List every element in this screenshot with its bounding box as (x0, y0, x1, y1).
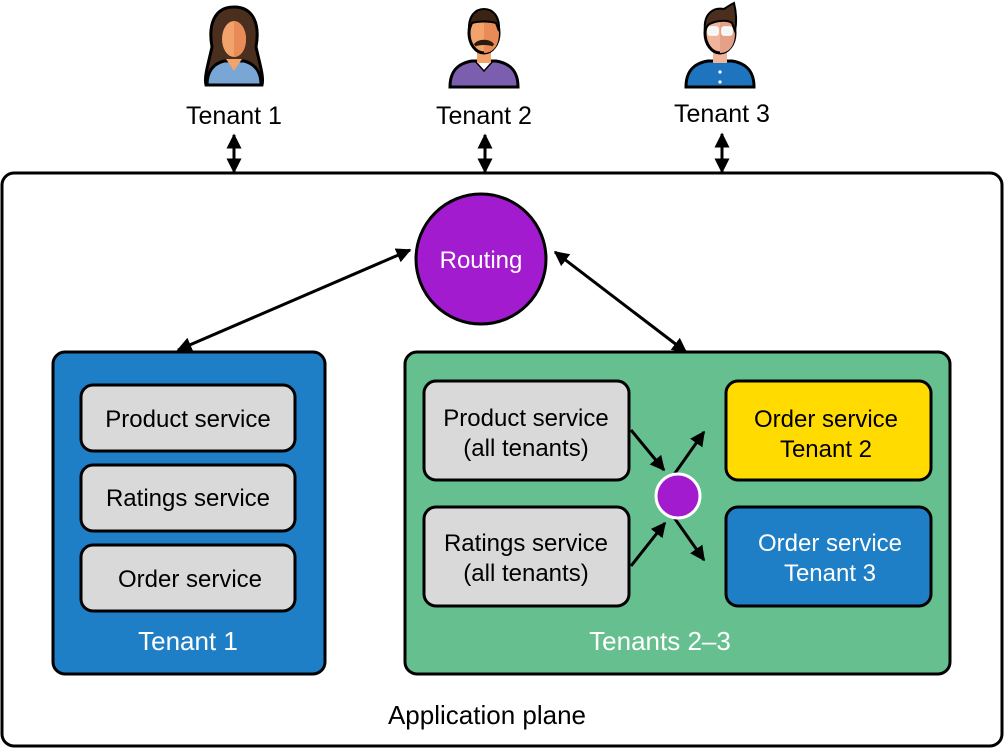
tenant-service-sublabel: Tenant 2 (780, 436, 872, 463)
tenant-label: Tenant 3 (674, 100, 770, 128)
silo-service-label: Product service (105, 406, 270, 433)
man-glasses-avatar-icon (684, 1, 756, 89)
routing-to-pool-connector (553, 250, 688, 354)
shared-service-box (422, 379, 631, 482)
router-to-tenant-3-connector (671, 515, 706, 562)
shared-service-label: Ratings service (444, 530, 608, 557)
product-to-router-connector (629, 429, 666, 472)
shared-service-label: Product service (443, 405, 608, 432)
application-plane-label: Application plane (388, 700, 586, 730)
silo-service-box (79, 543, 297, 613)
routing-node (414, 192, 548, 326)
ratings-to-router-connector (629, 521, 667, 567)
silo-service-label: Ratings service (106, 485, 270, 512)
tenant-label: Tenant 2 (436, 102, 532, 130)
tenant-3-order-service-box (724, 505, 933, 608)
shared-service-sublabel: (all tenants) (463, 560, 588, 587)
pool-label: Tenants 2–3 (589, 626, 731, 656)
silo-service-box (79, 383, 297, 453)
routing-to-silo-connector (176, 248, 412, 352)
tenant-service-label: Order service (758, 530, 902, 557)
silo-service-label: Order service (118, 566, 262, 593)
woman-avatar-icon (204, 5, 264, 87)
man-mustache-avatar-icon (448, 7, 520, 89)
router-to-tenant-2-connector (671, 430, 706, 477)
silo-label: Tenant 1 (138, 626, 238, 656)
internal-router-node (654, 472, 702, 520)
tenant-label: Tenant 1 (186, 102, 282, 130)
tenant-service-sublabel: Tenant 3 (784, 560, 876, 587)
shared-service-box (422, 505, 631, 608)
routing-label: Routing (440, 247, 523, 274)
tenant-2-order-service-box (724, 379, 933, 482)
silo-service-box (79, 463, 297, 533)
tenant-service-label: Order service (754, 406, 898, 433)
shared-service-sublabel: (all tenants) (463, 435, 588, 462)
